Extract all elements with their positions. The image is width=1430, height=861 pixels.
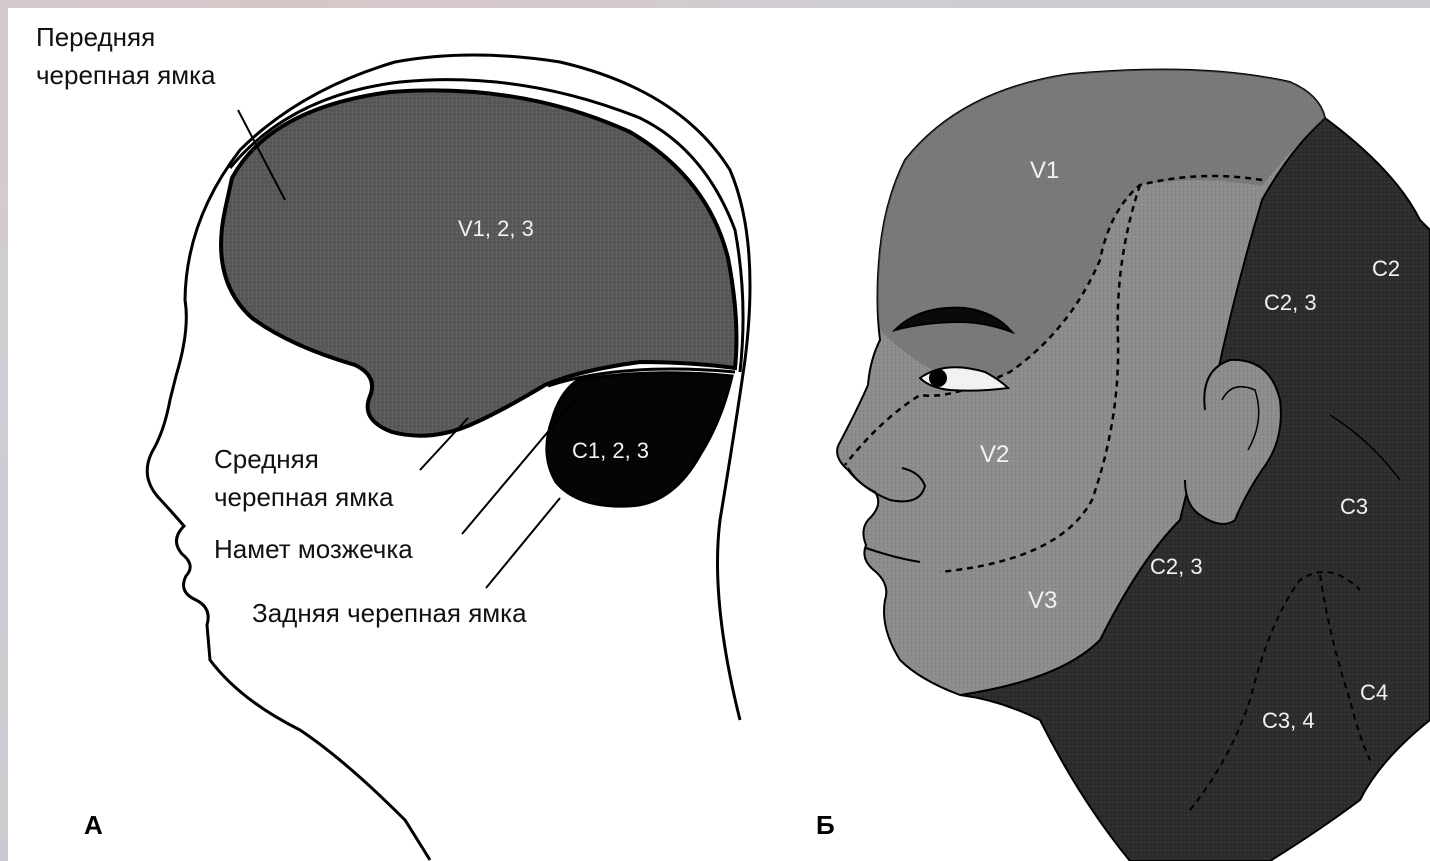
middle-fossa-label-2: черепная ямка — [214, 482, 394, 512]
panel-a: V1, 2, 3 C1, 2, 3 Передняя черепная ямка… — [36, 22, 750, 860]
leader-posterior — [486, 498, 560, 588]
zone-v2-label: V2 — [980, 441, 1009, 468]
pupil — [929, 369, 947, 387]
posterior-region-label: C1, 2, 3 — [572, 438, 649, 463]
cerebrum-label: V1, 2, 3 — [458, 216, 534, 241]
zone-c3-label: C3 — [1340, 494, 1368, 519]
zone-c23-upper-label: C2, 3 — [1264, 290, 1317, 315]
zone-c23-lower-label: C2, 3 — [1150, 554, 1203, 579]
zone-c4-label: C4 — [1360, 680, 1388, 705]
panel-b: V1 V2 V3 C2 C2, 3 C2, 3 C3 C3, 4 C4 Б — [816, 70, 1430, 861]
panel-b-letter: Б — [816, 810, 835, 840]
anterior-fossa-label-1: Передняя — [36, 22, 155, 52]
panel-a-letter: А — [84, 810, 103, 840]
zone-c34-label: C3, 4 — [1262, 708, 1315, 733]
zone-v1-label: V1 — [1030, 157, 1059, 184]
anterior-fossa-label-2: черепная ямка — [36, 60, 216, 90]
middle-fossa-label-1: Средняя — [214, 444, 319, 474]
tentorium-label: Намет мозжечка — [214, 534, 413, 564]
zone-v3-label: V3 — [1028, 587, 1057, 614]
posterior-fossa-label: Задняя черепная ямка — [252, 598, 527, 628]
zone-c2-label: C2 — [1372, 256, 1400, 281]
